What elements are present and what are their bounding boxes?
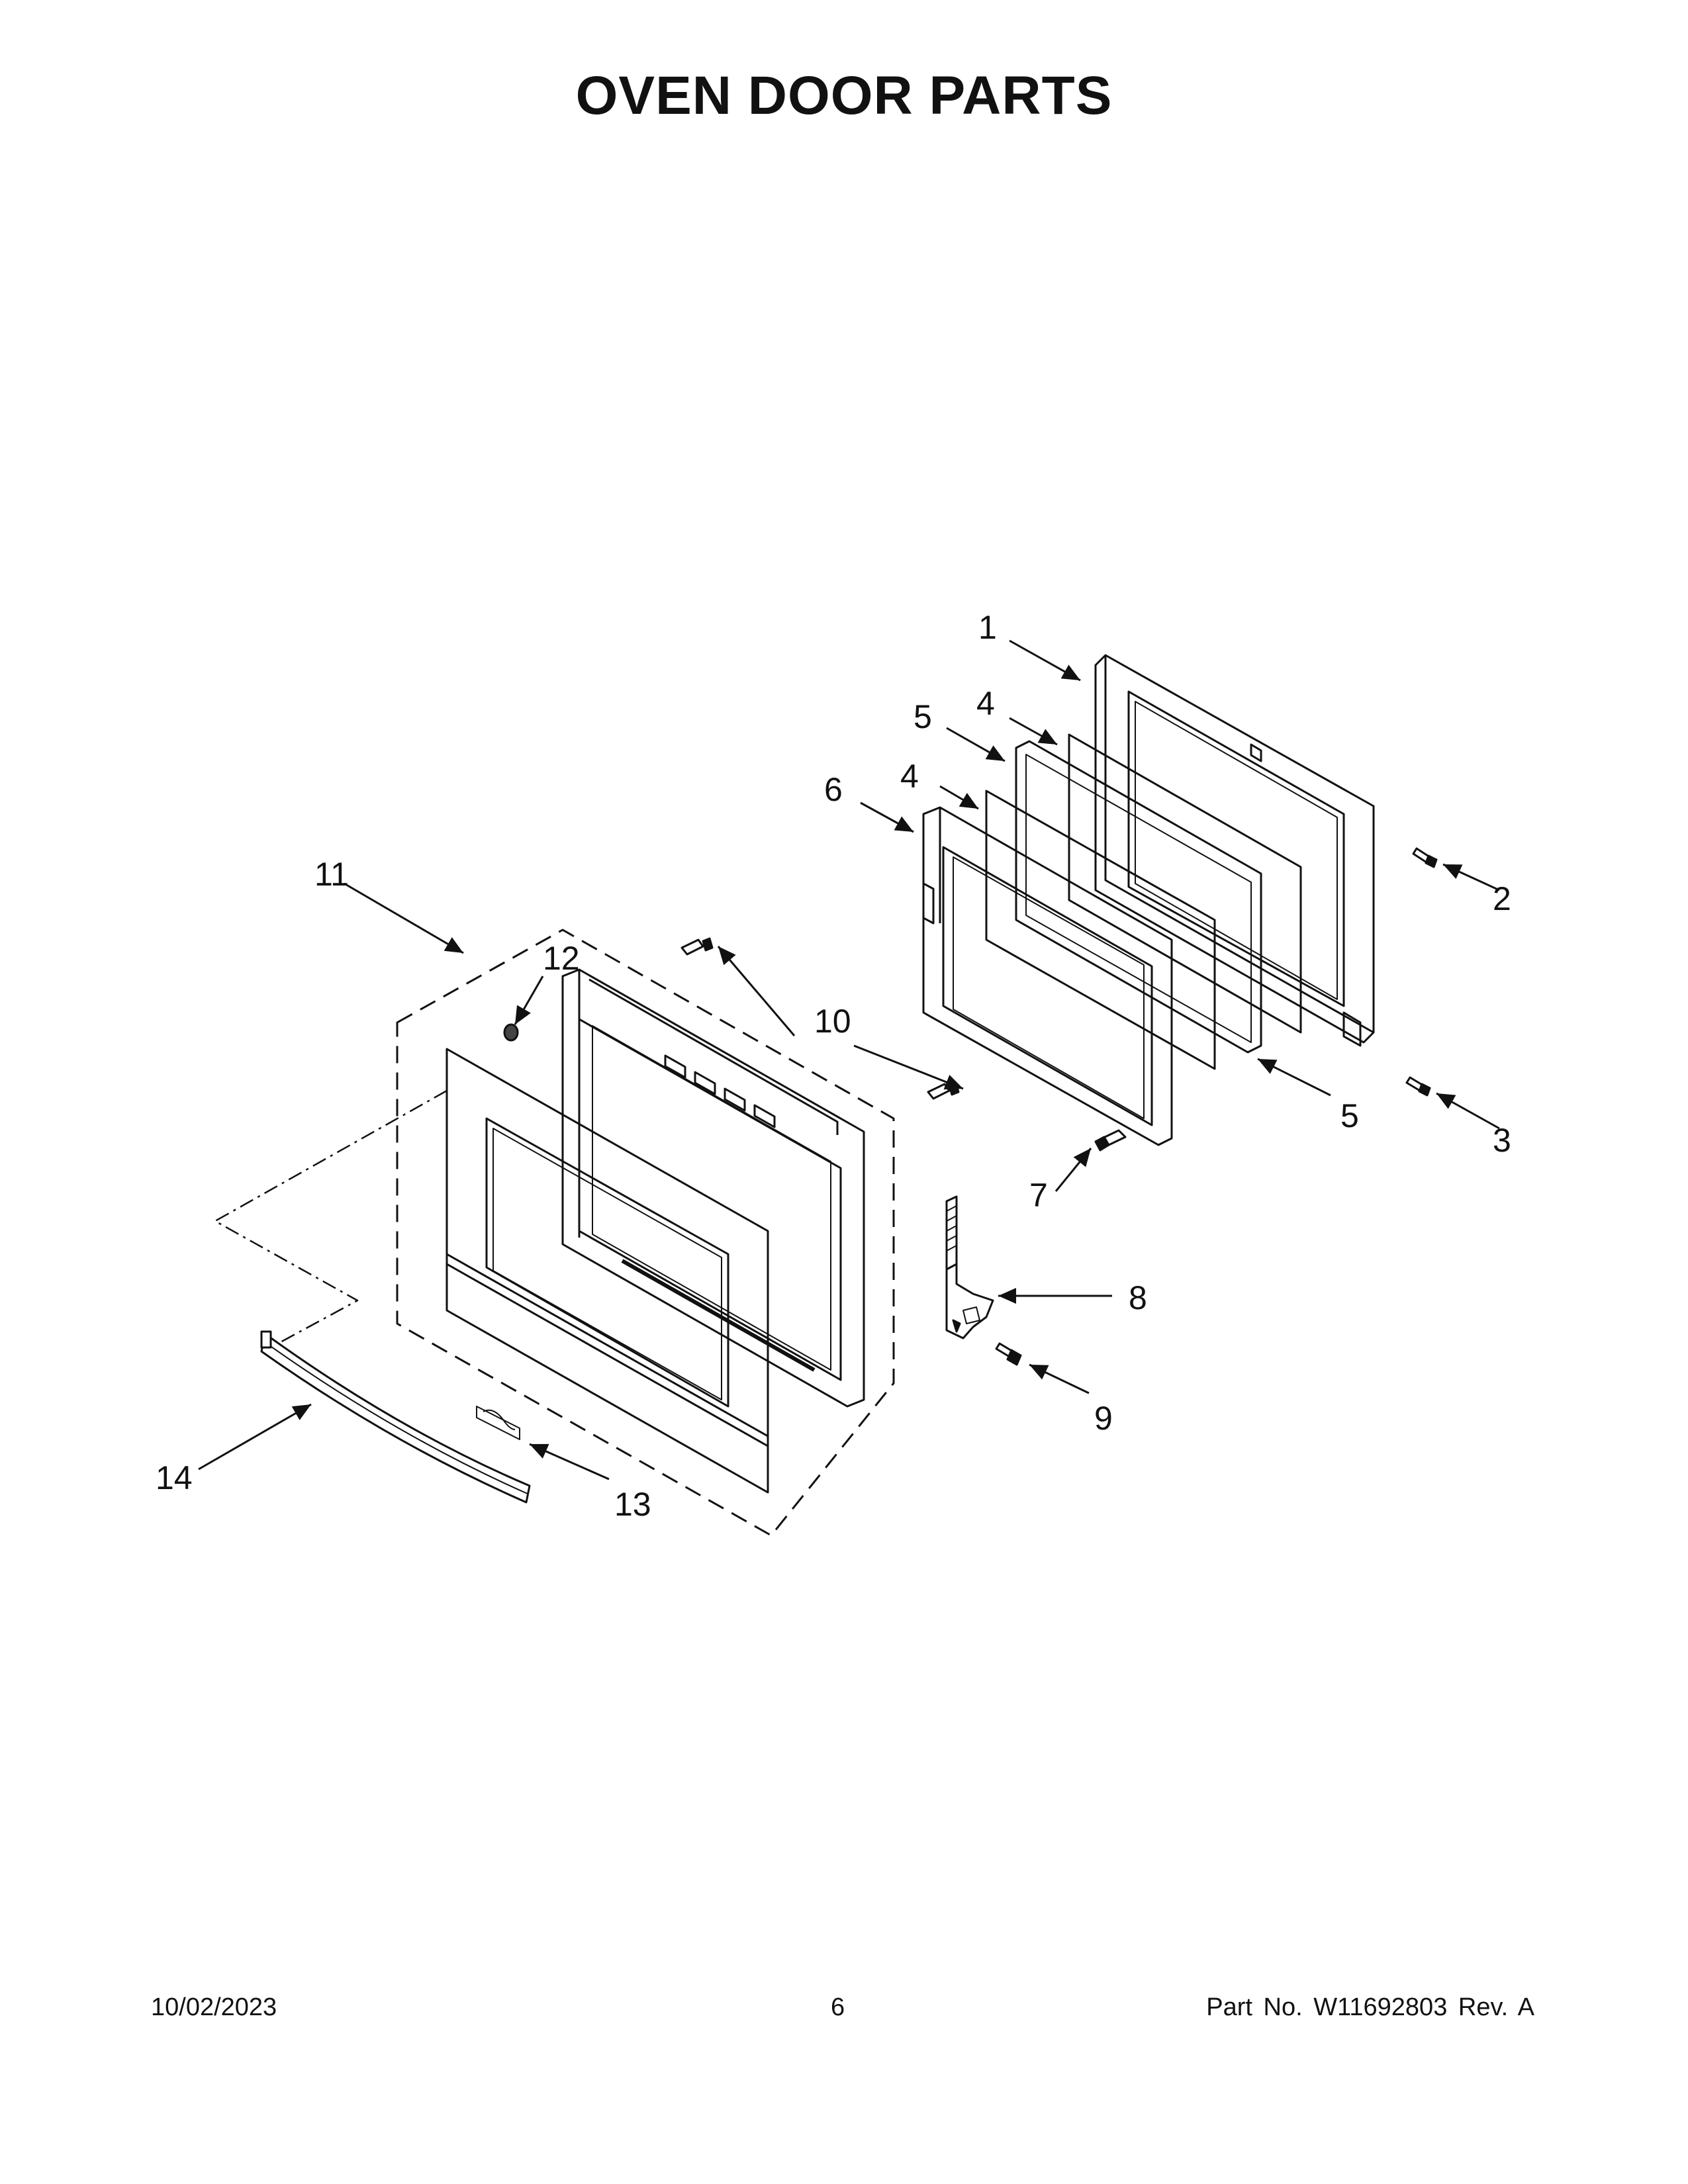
door-inner-panel	[561, 968, 865, 1408]
handle-alignment-lines	[214, 1089, 447, 1345]
callout-12: 12	[543, 940, 580, 977]
door-handle	[260, 1330, 531, 1504]
callout-2: 2	[1493, 880, 1511, 917]
callout-1: 1	[978, 609, 997, 646]
inner-door-liner	[1094, 654, 1375, 1047]
screw-10-upper	[680, 937, 714, 956]
logo-badge	[476, 1406, 520, 1440]
screw-2	[1412, 847, 1438, 868]
door-outer-glass	[445, 1048, 769, 1494]
leader-lines	[198, 639, 1500, 1480]
screw-7	[1094, 1129, 1127, 1152]
callout-5a: 5	[914, 698, 932, 735]
door-glass-front	[985, 790, 1216, 1070]
door-glass-rear	[1068, 733, 1302, 1034]
callout-6: 6	[824, 771, 843, 808]
hinge	[945, 1195, 994, 1340]
callout-11: 11	[314, 856, 349, 893]
plug-button	[503, 1023, 519, 1042]
callout-8: 8	[1129, 1279, 1147, 1316]
callout-4a: 4	[976, 685, 995, 722]
callout-14: 14	[156, 1459, 193, 1496]
footer-page-number: 6	[831, 1993, 845, 2021]
callout-3: 3	[1493, 1122, 1511, 1159]
footer-date: 10/02/2023	[151, 1993, 277, 2021]
page-title: OVEN DOOR PARTS	[575, 66, 1113, 126]
callout-13: 13	[614, 1486, 651, 1523]
footer-part-number: Part No. W11692803 Rev. A	[1206, 1993, 1534, 2021]
screw-3	[1405, 1076, 1431, 1097]
callout-5b: 5	[1340, 1097, 1359, 1134]
screw-9	[995, 1342, 1022, 1366]
glass-frame	[922, 806, 1173, 1146]
outer-door-assembly-outline	[396, 929, 895, 1537]
callout-10: 10	[814, 1003, 851, 1040]
glass-spacer-rear	[1015, 740, 1262, 1054]
callout-labels: 1 2 3 4 4 5 5 6 7 8 9 10 11 12 13 14	[156, 609, 1511, 1523]
callout-7: 7	[1029, 1177, 1048, 1214]
callout-9: 9	[1094, 1400, 1113, 1437]
callout-4b: 4	[900, 758, 919, 795]
